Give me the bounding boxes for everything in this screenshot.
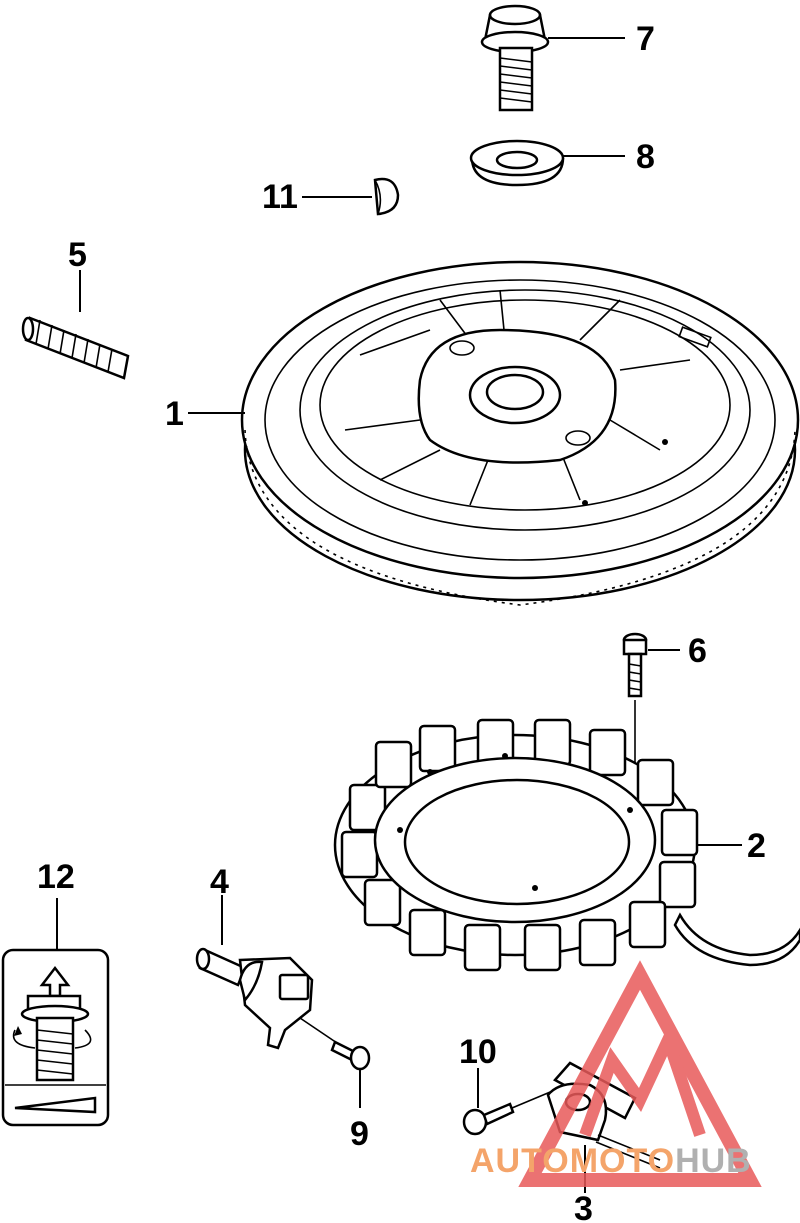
callout-3: 3 <box>574 1190 593 1223</box>
stator-bolt-part-6 <box>622 632 648 698</box>
screw-part-9 <box>299 1017 371 1071</box>
watermark-part-2: HUB <box>675 1142 752 1180</box>
callout-12: 12 <box>37 858 75 896</box>
woodruff-key-part-11 <box>373 177 400 216</box>
callout-4: 4 <box>210 863 229 901</box>
flywheel-part-1 <box>240 260 800 606</box>
callout-8: 8 <box>636 138 655 176</box>
watermark-part-1: AUTOMOTO <box>470 1142 675 1180</box>
triangle-mountain-logo <box>518 960 762 1187</box>
flange-bolt-part-7 <box>480 4 550 112</box>
callout-11: 11 <box>262 178 298 216</box>
watermark-text: AUTOMOTOHUB <box>470 1142 752 1180</box>
spring-pin-part-5 <box>21 316 130 380</box>
screw-part-10 <box>462 1089 556 1136</box>
washer-part-8 <box>469 139 565 187</box>
stator-part-2 <box>333 718 800 972</box>
callout-1: 1 <box>165 395 184 433</box>
callout-5: 5 <box>68 236 87 274</box>
callout-10: 10 <box>459 1033 497 1071</box>
callout-2: 2 <box>747 827 766 865</box>
callout-6: 6 <box>688 632 707 670</box>
callout-7: 7 <box>636 20 655 58</box>
tighten-screw-icon <box>12 965 92 1082</box>
callout-9: 9 <box>350 1115 369 1153</box>
torque-notice-part-12 <box>1 948 110 1127</box>
connector-part-4 <box>195 947 314 1050</box>
